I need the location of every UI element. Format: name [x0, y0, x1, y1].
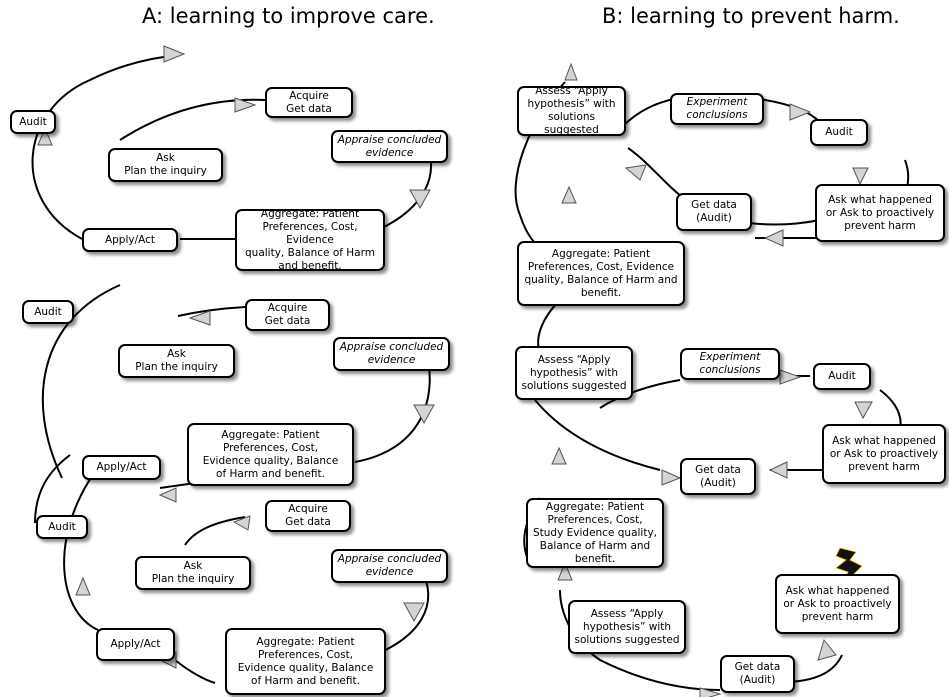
a3-apply-box: Apply/Act [96, 628, 175, 661]
panel-b-title: B: learning to prevent harm. [602, 4, 900, 28]
a2-apply-box: Apply/Act [82, 455, 161, 480]
a2-audit-box: Audit [22, 300, 74, 324]
b3-getdata-box: Get data(Audit) [720, 655, 795, 693]
b2-audit-box: Audit [813, 363, 871, 390]
b1-getdata-box: Get data(Audit) [676, 193, 752, 231]
a1-audit-box: Audit [10, 110, 56, 134]
a3-audit-box: Audit [36, 515, 88, 539]
b2-getdata-box: Get data(Audit) [680, 458, 756, 495]
panel-a-title: A: learning to improve care. [142, 4, 435, 28]
a1-apply-box: Apply/Act [82, 228, 178, 252]
a-arrow-top [163, 45, 186, 63]
a-loop-1-arc [31, 54, 179, 240]
b1-audit-box: Audit [810, 119, 868, 146]
